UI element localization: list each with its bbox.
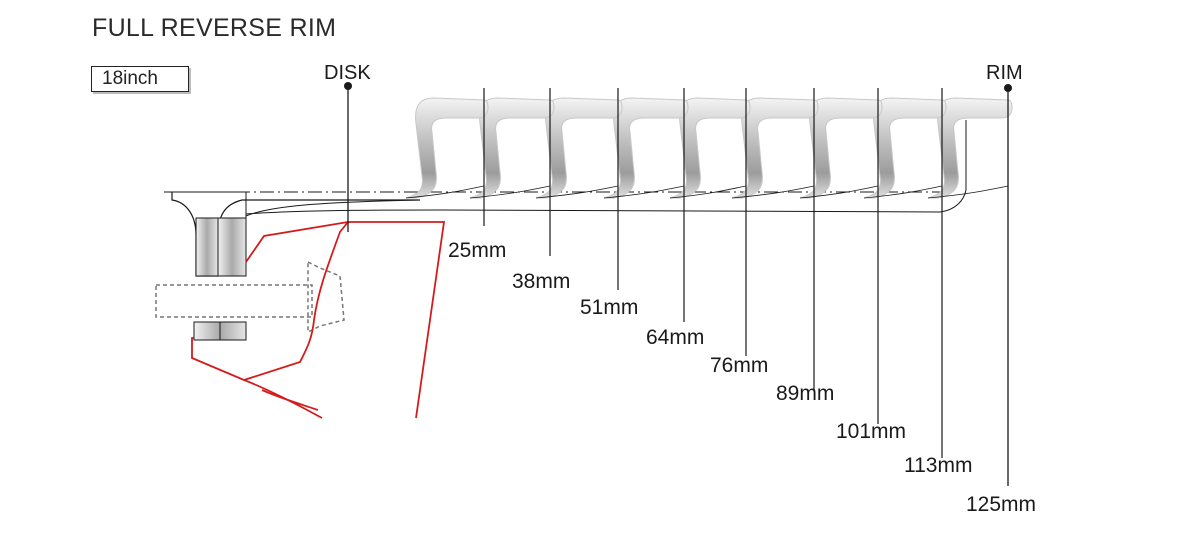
rim-profile <box>603 97 689 199</box>
rim-profile <box>731 97 819 199</box>
rim-profile <box>927 97 1013 199</box>
rim-profile <box>863 97 947 199</box>
rim-label: RIM <box>986 62 1023 84</box>
rim-profile <box>405 97 489 199</box>
offset-label: 25mm <box>448 239 506 262</box>
hub-section <box>155 191 950 341</box>
size-badge: 18inch <box>91 66 189 92</box>
rim-profile <box>799 97 883 199</box>
rim-profile <box>469 97 555 199</box>
offset-label: 76mm <box>710 354 768 377</box>
offset-label: 125mm <box>966 493 1036 516</box>
offset-label: 113mm <box>904 454 972 477</box>
offset-label: 38mm <box>512 270 570 293</box>
offset-label: 64mm <box>646 326 704 349</box>
offset-label: 101mm <box>836 420 906 443</box>
rim-profiles <box>245 97 1013 215</box>
offset-label: 51mm <box>580 296 638 319</box>
rim-flange-line <box>245 120 967 215</box>
rim-marker: RIM <box>986 62 1023 486</box>
rim-profile <box>535 97 623 199</box>
offset-label: 89mm <box>776 382 834 405</box>
disk-marker: DISK <box>324 62 371 232</box>
diagram-title: FULL REVERSE RIM <box>92 14 337 42</box>
rim-profile <box>669 97 751 199</box>
disk-label: DISK <box>324 62 371 84</box>
